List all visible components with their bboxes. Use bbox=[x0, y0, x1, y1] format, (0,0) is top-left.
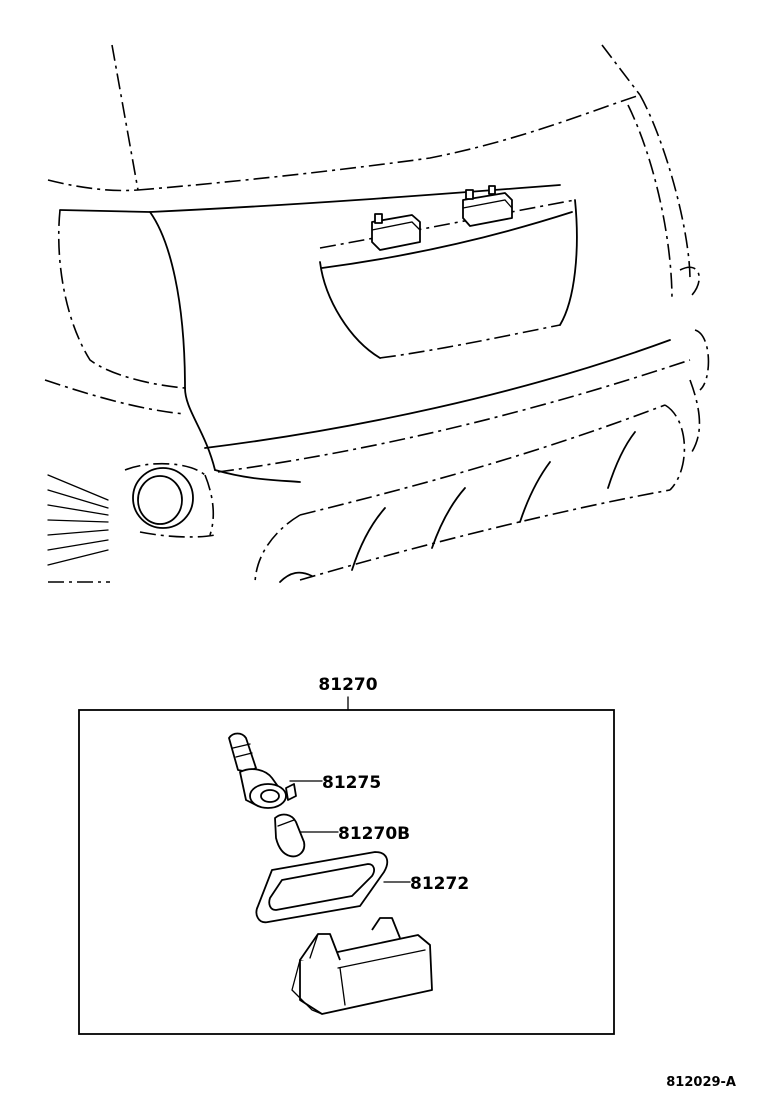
bulb-socket-part bbox=[228, 732, 297, 809]
callout-81275: 81275 bbox=[322, 773, 381, 793]
vehicle-license-lamp-left bbox=[371, 213, 421, 251]
assembly-group: 81270 bbox=[78, 675, 615, 1035]
vehicle-rear-illustration bbox=[44, 44, 710, 586]
assembly-number-label: 81270 bbox=[318, 675, 377, 695]
assembly-frame bbox=[78, 709, 615, 1035]
wedge-bulb-part bbox=[274, 813, 306, 858]
vehicle-license-lamp-right bbox=[462, 185, 513, 227]
gasket-part bbox=[255, 851, 389, 924]
lamp-housing-part bbox=[291, 917, 433, 1015]
reference-code: 812029-A bbox=[666, 1075, 736, 1090]
callout-81270B: 81270B bbox=[338, 824, 410, 844]
callout-81272: 81272 bbox=[410, 874, 469, 894]
